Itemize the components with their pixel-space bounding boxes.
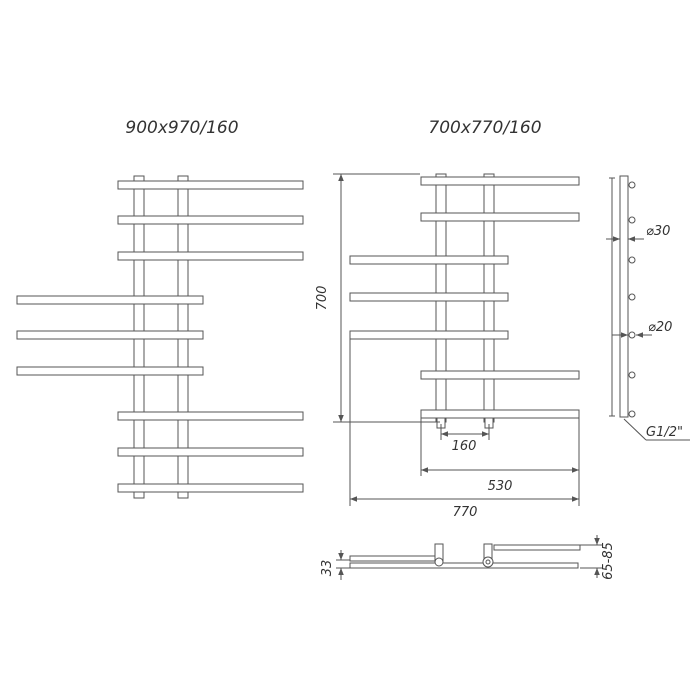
left-bar-5: [16, 330, 204, 340]
width-530-dimension: 530: [420, 418, 580, 506]
side-bar-end-5: [628, 331, 636, 339]
center-distance-label: 160: [452, 439, 477, 454]
right-bar-4: [349, 292, 509, 302]
right-bar-2: [420, 212, 580, 222]
bottom-bar-right: [493, 544, 581, 551]
bottom-valve-2-inner: [485, 559, 491, 565]
bottom-bar-back: [349, 562, 579, 569]
side-bar-end-1: [628, 181, 636, 189]
side-bar-end-2: [628, 216, 636, 224]
width-770-label: 770: [453, 505, 478, 520]
bottom-valve-1: [434, 557, 444, 567]
diameter-30-label: ⌀30: [646, 224, 670, 239]
model-title-left: 900x970/160: [125, 118, 238, 138]
left-model-front-view: [16, 175, 304, 499]
bottom-view: 33 65-85: [320, 535, 616, 580]
left-bar-1: [117, 180, 304, 190]
center-distance-dimension: 160: [440, 424, 490, 454]
height-dimension: 700: [315, 173, 440, 423]
right-bar-3: [349, 255, 509, 265]
left-bar-3: [117, 251, 304, 261]
width-530-label: 530: [488, 479, 513, 494]
left-bar-4: [16, 295, 204, 305]
side-view: ⌀30 ⌀20 G1/2": [606, 175, 690, 441]
connection-thread-label: G1/2": [646, 425, 683, 440]
side-bar-end-7: [628, 410, 636, 418]
left-bar-2: [117, 215, 304, 225]
left-bar-6: [16, 366, 204, 376]
right-model-front-view: [349, 173, 580, 429]
side-bar-end-4: [628, 293, 636, 301]
right-bar-7: [420, 409, 580, 419]
width-770-dimension: 770: [349, 339, 579, 520]
depth-33-label: 33: [320, 560, 335, 577]
diameter-20-label: ⌀20: [648, 320, 672, 335]
side-bar-end-6: [628, 371, 636, 379]
right-bar-5: [349, 330, 509, 340]
left-bar-8: [117, 447, 304, 457]
model-title-right: 700x770/160: [428, 118, 541, 138]
left-bar-7: [117, 411, 304, 421]
left-bar-9: [117, 483, 304, 493]
bottom-bar-left: [349, 555, 441, 562]
side-bar-end-3: [628, 256, 636, 264]
right-bar-6: [420, 370, 580, 380]
right-bar-1: [420, 176, 580, 186]
height-label: 700: [315, 286, 330, 311]
depth-range-label: 65-85: [601, 542, 616, 580]
side-vertical-pipe: [619, 175, 629, 418]
